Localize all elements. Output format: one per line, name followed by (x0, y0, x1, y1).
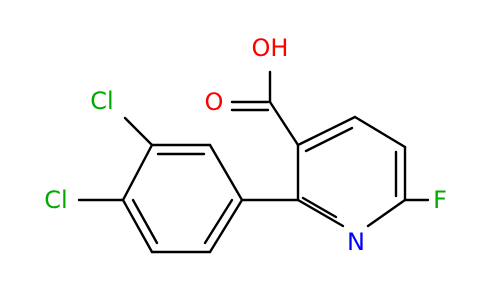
bond-double-inner (131, 198, 159, 245)
bond (353, 115, 407, 149)
hydroxyl-label: OH (252, 34, 289, 62)
ring-nitrogen-label: N (347, 228, 365, 256)
chlorine-para-label: Cl (44, 186, 67, 214)
bond (121, 198, 154, 254)
bond (296, 115, 357, 147)
bond (296, 198, 345, 228)
chlorine-meta-label: Cl (90, 87, 113, 115)
bond (208, 198, 244, 254)
bond (123, 116, 154, 147)
bond (121, 143, 154, 202)
bond (366, 198, 407, 228)
bond (268, 100, 300, 147)
carbonyl-oxygen-label: O (205, 88, 224, 116)
bond-double-inner (304, 126, 354, 153)
bond (208, 143, 244, 202)
fluorine-label: F (433, 186, 447, 214)
bond-double-inner (203, 198, 234, 245)
bond-double-inner (301, 196, 338, 219)
